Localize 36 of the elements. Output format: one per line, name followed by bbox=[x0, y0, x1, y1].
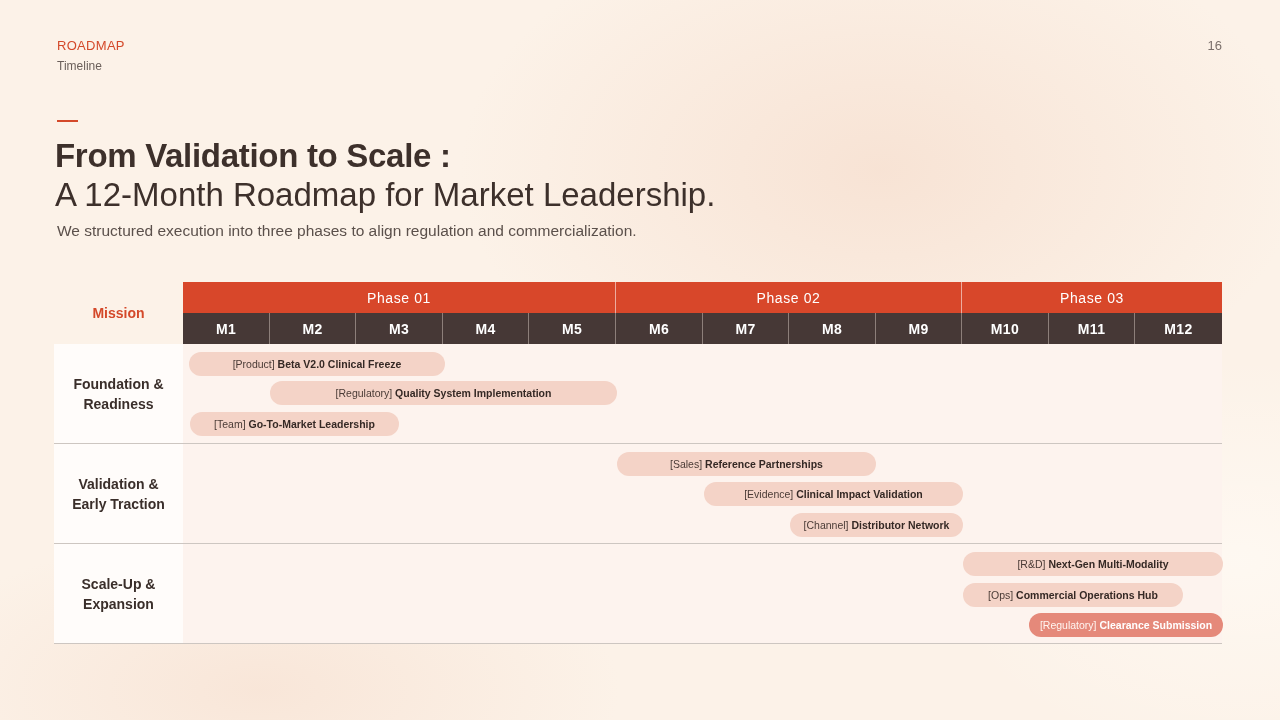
month-header: M3 bbox=[356, 313, 443, 344]
row-label: Scale-Up & Expansion bbox=[54, 544, 183, 643]
month-header: M8 bbox=[789, 313, 876, 344]
section-subtitle: Timeline bbox=[57, 59, 102, 73]
task-bar: [Product] Beta V2.0 Clinical Freeze bbox=[189, 352, 445, 376]
month-header: M1 bbox=[183, 313, 270, 344]
month-header: M12 bbox=[1135, 313, 1222, 344]
column-header: Mission bbox=[92, 305, 145, 321]
month-header: M4 bbox=[443, 313, 529, 344]
task-bar: [Evidence] Clinical Impact Validation bbox=[704, 482, 963, 506]
row-label: Foundation & Readiness bbox=[54, 344, 183, 443]
phase-header: Phase 03 bbox=[962, 282, 1222, 313]
page-number: 16 bbox=[1206, 38, 1222, 53]
task-bar: [R&D] Next-Gen Multi-Modality bbox=[963, 552, 1223, 576]
phase-header: Phase 01 bbox=[183, 282, 616, 313]
task-bar: [Team] Go-To-Market Leadership bbox=[190, 412, 399, 436]
task-bar: [Sales] Reference Partnerships bbox=[617, 452, 876, 476]
swimlane-row bbox=[54, 544, 1222, 644]
swimlane-row bbox=[54, 344, 1222, 444]
task-bar: [Ops] Commercial Operations Hub bbox=[963, 583, 1183, 607]
month-header: M9 bbox=[876, 313, 962, 344]
month-header: M2 bbox=[270, 313, 356, 344]
task-bar: [Channel] Distributor Network bbox=[790, 513, 963, 537]
month-header: M11 bbox=[1049, 313, 1135, 344]
row-label: Validation & Early Traction bbox=[54, 444, 183, 543]
slide-title: From Validation to Scale : A 12-Month Roadmap for Market Leadership. bbox=[55, 136, 716, 214]
highlighted-task-bar: [Regulatory] Clearance Submission bbox=[1029, 613, 1223, 637]
phase-header: Phase 02 bbox=[616, 282, 962, 313]
task-bar: [Regulatory] Quality System Implementation bbox=[270, 381, 617, 405]
slide-subtitle: We structured execution into three phases to align regulation and commercialization. bbox=[57, 222, 637, 240]
month-header: M10 bbox=[962, 313, 1049, 344]
month-header: M7 bbox=[703, 313, 789, 344]
month-header: M5 bbox=[529, 313, 616, 344]
month-header: M6 bbox=[616, 313, 703, 344]
swimlane-row bbox=[54, 444, 1222, 544]
section-label: ROADMAP bbox=[57, 38, 125, 53]
